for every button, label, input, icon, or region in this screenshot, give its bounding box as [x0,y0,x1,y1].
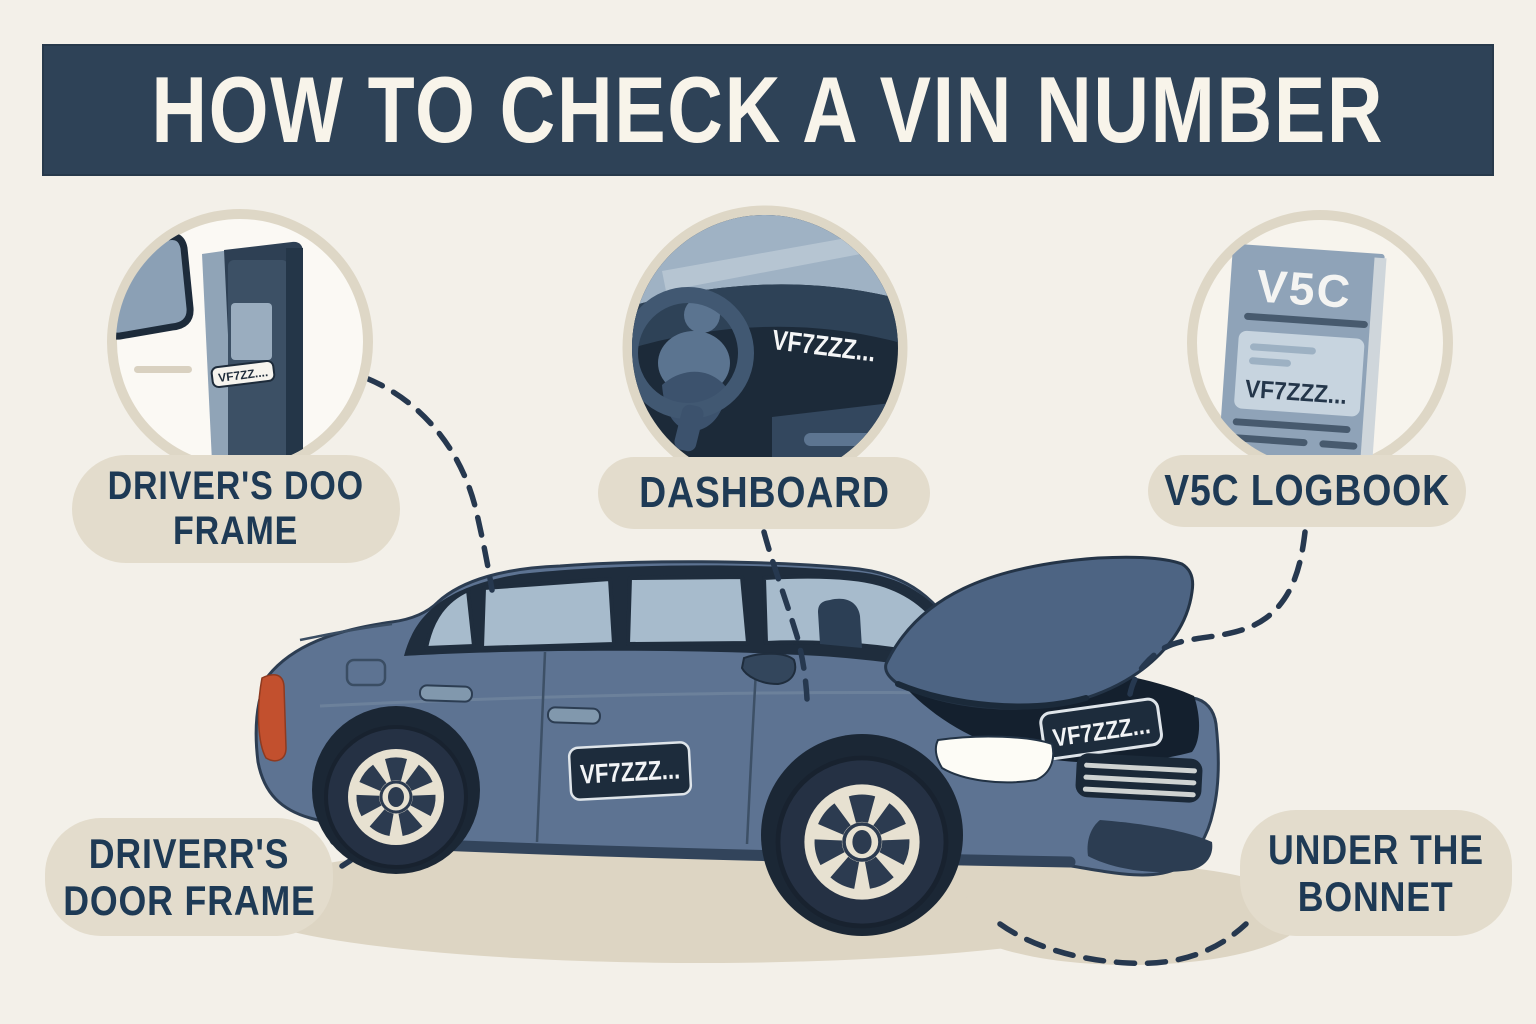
car: VF7ZZZ... VF7ZZZ... [254,555,1220,936]
front-door-window [626,575,750,646]
quarter-window [424,588,476,650]
label-door-frame-bottom: DRIVERR'S DOOR FRAME [45,818,333,936]
dashboard-illustration: VF7ZZZ... [622,205,908,491]
trunk-seam [299,622,393,642]
front-bumper-lip [1087,820,1213,873]
page-title: HOW TO CHECK A VIN NUMBER [151,57,1385,162]
vin-plate-bonnet: VF7ZZZ... [1039,697,1163,761]
grille [1075,753,1203,803]
vin-plate-door-text: VF7ZZZ... [579,754,680,789]
front-wheel [778,758,946,926]
label-door-frame-top: DRIVER'S DOO FRAME [72,455,400,563]
connector-door-frame-top [363,375,495,593]
fuel-cap [345,658,387,687]
label-dashboard-line1: DASHBOARD [638,468,890,518]
label-door-frame-top-line2: FRAME [173,509,299,553]
title-banner: HOW TO CHECK A VIN NUMBER [42,44,1494,176]
side-mirror [740,652,797,686]
body-crease-mark [134,366,192,373]
bonnet-underside-edge [895,681,1089,710]
label-door-frame-bottom-line2: DOOR FRAME [62,877,316,924]
rear-door-handle [418,684,473,703]
rear-door-seam [535,651,547,843]
label-door-frame-bottom-line1: DRIVERR'S [88,829,290,877]
connector-dashboard [761,529,810,702]
seat-silhouette [818,598,862,648]
connector-bonnet [997,921,1249,967]
door-pillar [202,241,303,466]
rear-wheel [324,725,468,869]
label-bonnet-line2: BONNET [1298,873,1454,920]
logbook-illustration: V5C VF7ZZZ... [1187,210,1453,476]
label-bonnet-line1: UNDER THE [1268,825,1484,873]
vin-sticker-text: VF7ZZ.... [217,365,268,385]
taillight [257,673,287,762]
vin-plate-door: VF7ZZZ... [567,741,693,801]
label-logbook: V5C LOGBOOK [1148,455,1466,527]
headlight [934,735,1055,784]
door-frame-illustration: VF7ZZ.... [107,209,373,475]
label-door-frame-top-line1: DRIVER'S DOO [107,464,365,509]
v5c-document: V5C VF7ZZZ... [1218,243,1387,466]
connector-logbook [1127,529,1308,697]
vin-sticker: VF7ZZ.... [210,359,276,389]
steering-wheel [632,287,754,452]
label-dashboard: DASHBOARD [598,457,930,529]
front-door-handle [546,706,601,725]
rear-door-window [480,577,616,650]
label-logbook-line1: V5C LOGBOOK [1164,466,1450,516]
label-bonnet: UNDER THE BONNET [1240,810,1512,936]
v5c-title: V5C [1255,259,1354,318]
